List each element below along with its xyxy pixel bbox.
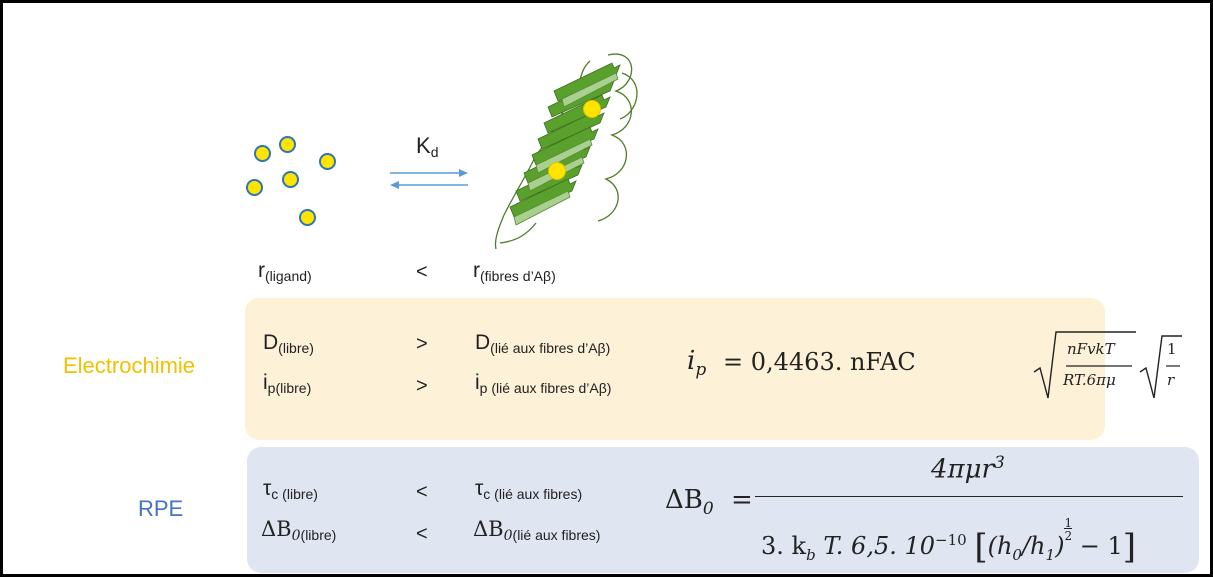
rpe-box	[247, 447, 1199, 573]
kd-label: Kd	[416, 133, 439, 160]
linewidth-formula: ΔB0 = 4πμr3 3. kb T. 6,5. 10−10 [(h0/h1)…	[665, 451, 1195, 571]
equilibrium-arrows-icon	[390, 169, 468, 189]
sqrt-signs-icon	[1033, 331, 1182, 399]
amyloid-fibre-icon	[494, 53, 638, 250]
diffusion-op: >	[416, 333, 428, 355]
tau-free: τc (libre)	[263, 477, 318, 502]
fraction-bar	[755, 496, 1183, 497]
diffusion-bound: D(lié aux fibres d’Aβ)	[475, 331, 611, 356]
diffusion-free: D(libre)	[263, 331, 314, 356]
ligand-dot	[319, 153, 336, 170]
deltab-bound: ΔB0(lié aux fibres)	[473, 517, 601, 544]
ligand-dot	[279, 136, 296, 153]
tau-op: <	[416, 481, 428, 503]
ligand-dot	[282, 171, 299, 188]
tau-bound: τc (lié aux fibres)	[475, 477, 583, 502]
current-free: ip(libre)	[263, 371, 312, 396]
deltab-op: <	[416, 523, 428, 545]
radius-comparison-op: <	[416, 261, 428, 283]
electrochem-label: Electrochimie	[63, 353, 196, 378]
current-bound: ip (lié aux fibres d’Aβ)	[475, 371, 612, 396]
electrochem-box	[245, 298, 1105, 440]
rpe-label: RPE	[138, 496, 184, 521]
current-op: >	[416, 375, 428, 397]
ligand-dot	[299, 209, 316, 226]
ligand-dot	[254, 145, 271, 162]
ligand-dot	[246, 179, 263, 196]
deltab-free: ΔB0(libre)	[261, 517, 337, 544]
radius-fibre: r(fibres d’Aβ)	[473, 259, 556, 284]
radius-ligand: r(ligand)	[258, 259, 312, 284]
